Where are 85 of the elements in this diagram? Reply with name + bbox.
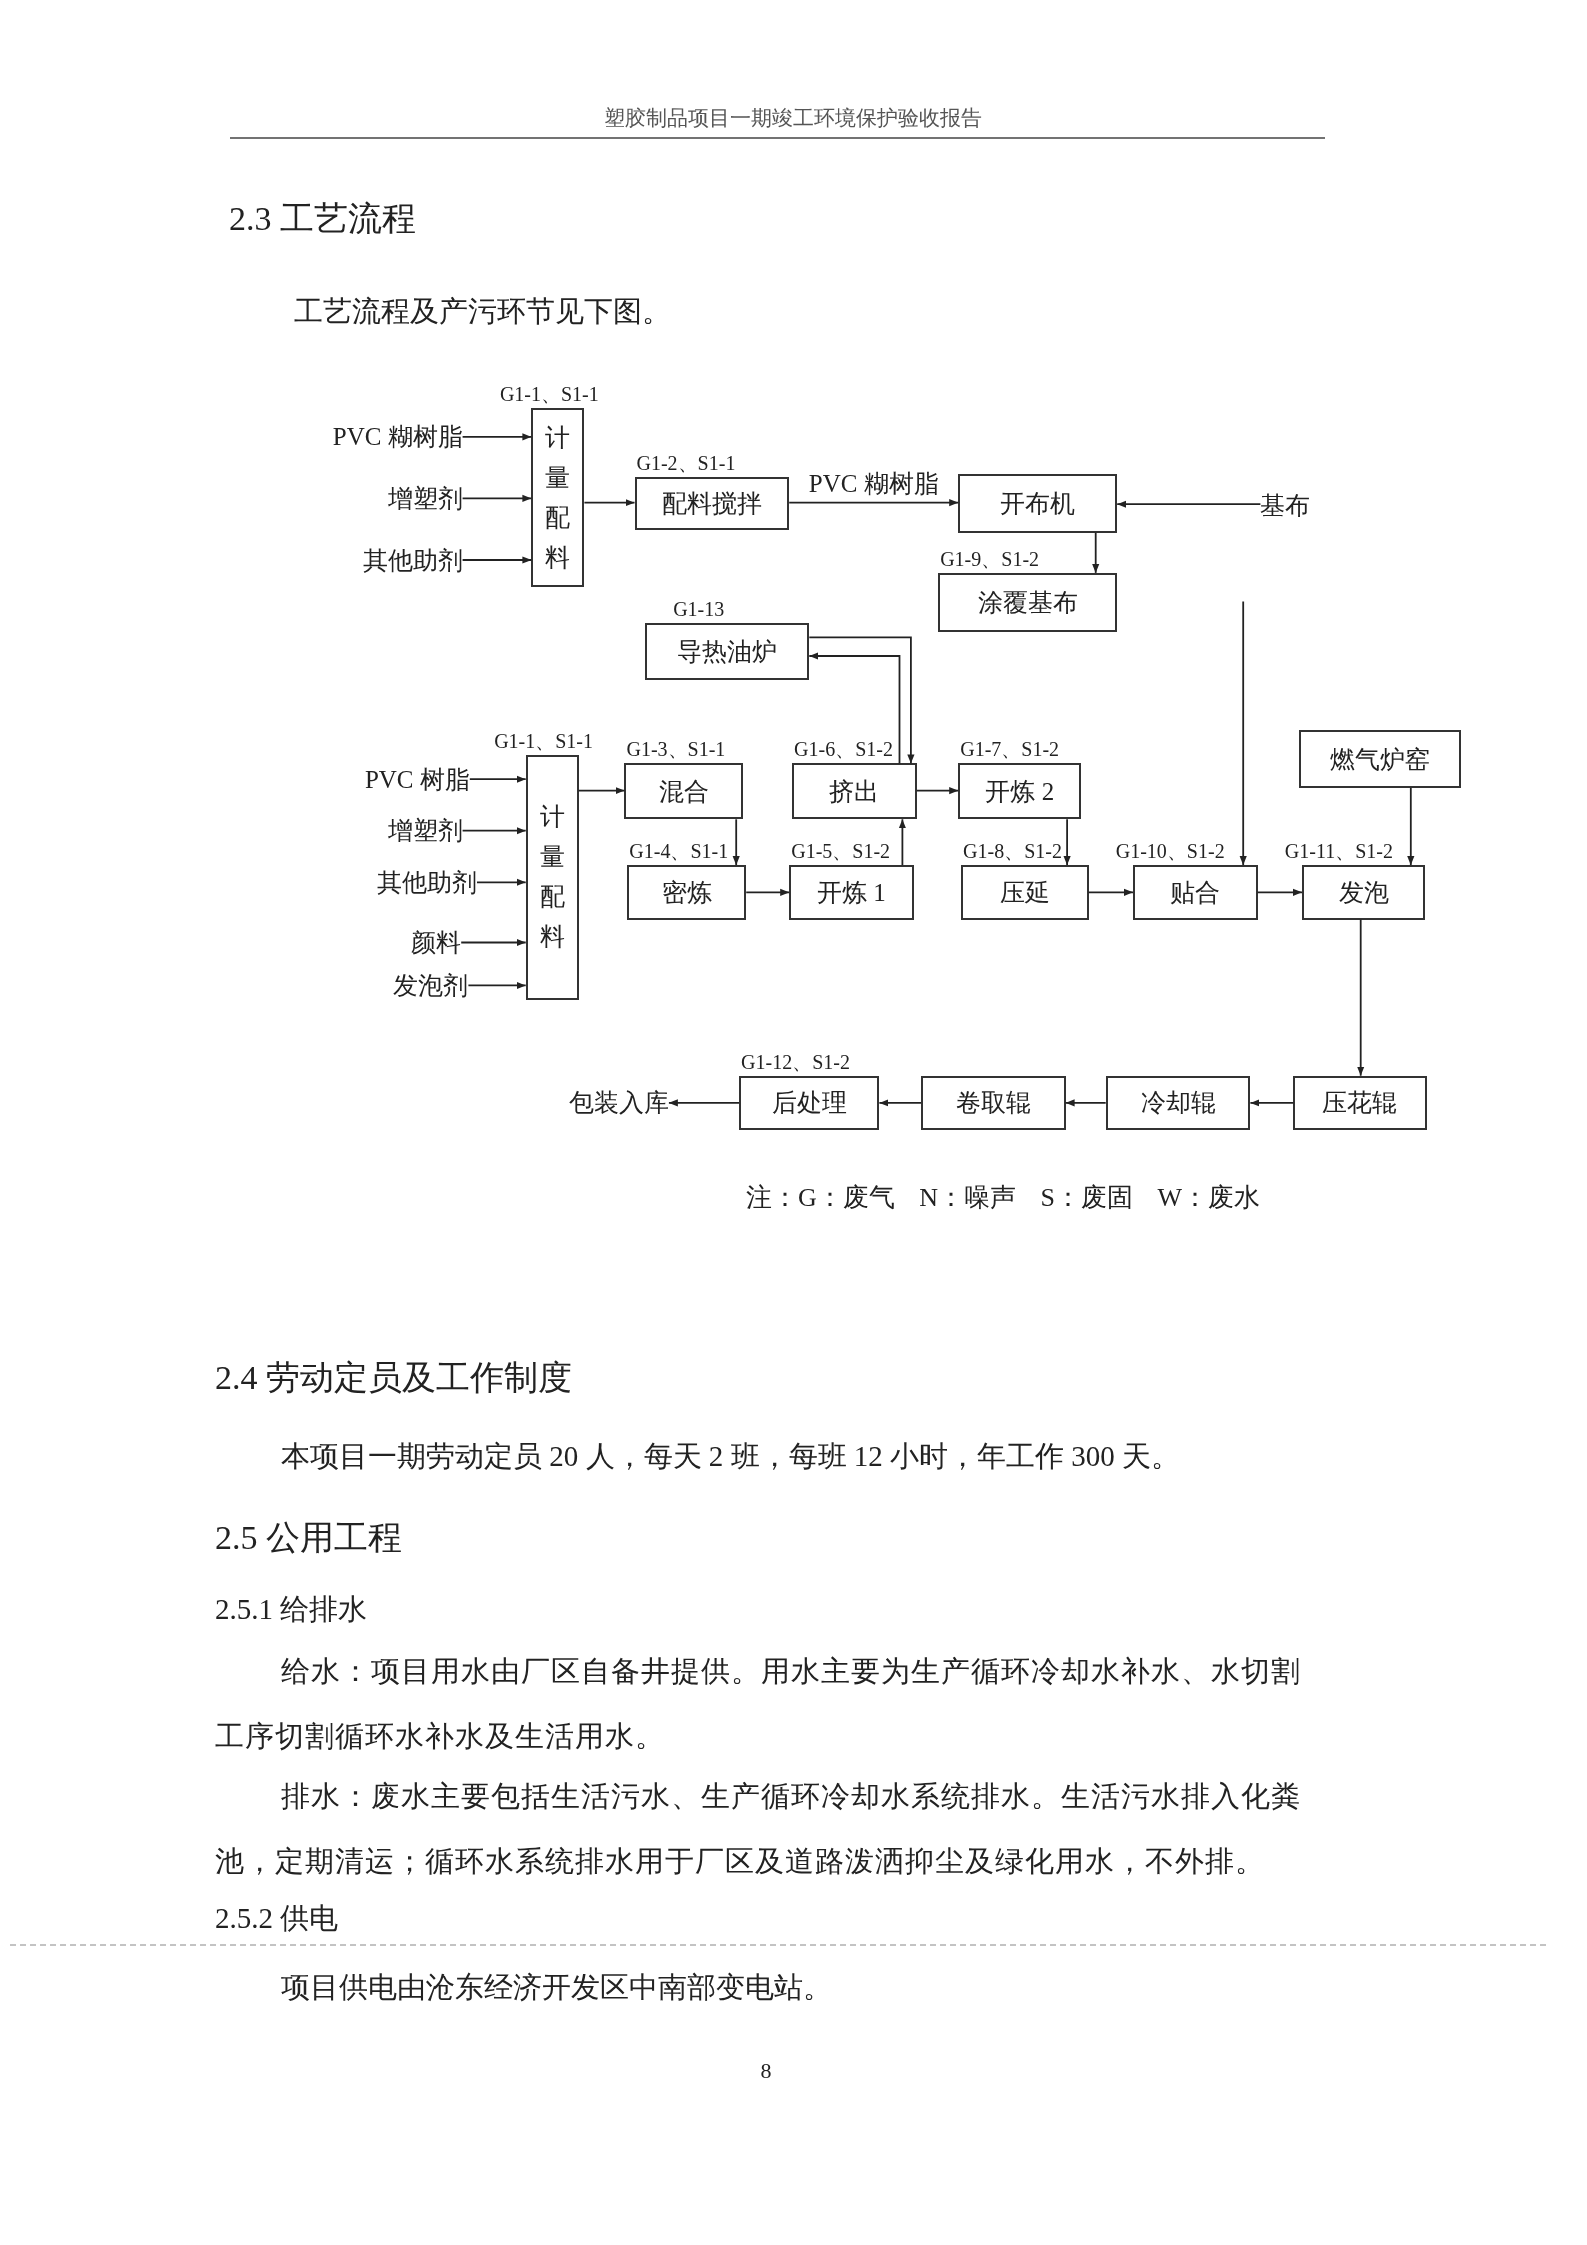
arrow [461, 556, 533, 564]
emission-code: G1-12、S1-2 [741, 1049, 850, 1074]
emission-code: G1-9、S1-2 [940, 546, 1040, 571]
arrow [808, 652, 901, 765]
arrow [788, 499, 960, 507]
subsection-heading: 2.5.2 供电 [215, 1901, 339, 1937]
page-number: 8 [760, 2056, 772, 2085]
material-label: PVC 糊树脂 [331, 422, 463, 453]
body-text: 项目供电由沧东经济开发区中南部变电站。 [281, 1970, 832, 2006]
material-label: 增塑剂 [386, 483, 463, 514]
body-text: 本项目一期劳动定员 20 人，每天 2 班，每班 12 小时，年工作 300 天。 [281, 1439, 1180, 1475]
emission-code: G1-13 [673, 597, 725, 622]
process-box: 混合 [624, 763, 744, 820]
arrow [1092, 531, 1100, 574]
paragraph: 排水：废水主要包括生活污水、生产循环冷却水系统排水。生活污水排入化粪池，定期清运；循环水系统排水用于厂区及道路泼洒抑尘及绿化用水，不外排。 [215, 1779, 1302, 1879]
body-text: 工艺流程及产污环节见下图。 [294, 294, 671, 330]
process-box: 贴合 [1132, 865, 1258, 920]
process-box: 涂覆基布 [938, 572, 1118, 632]
process-box: 计量配料 [525, 754, 579, 1000]
arrow [745, 888, 791, 896]
material-label: 包装入库 [567, 1088, 669, 1119]
material-label: 其他助剂 [361, 545, 463, 576]
material-label: 基布 [1260, 491, 1312, 522]
arrow [468, 775, 527, 783]
arrow [476, 878, 527, 886]
emission-code: G1-4、S1-1 [629, 839, 729, 864]
arrow [915, 787, 960, 795]
process-box: 后处理 [739, 1075, 880, 1131]
emission-code: G1-6、S1-2 [794, 737, 893, 762]
arrow [467, 981, 527, 989]
material-label: PVC 树脂 [363, 764, 470, 795]
arrow [577, 787, 626, 795]
process-box: 燃气炉窑 [1299, 730, 1461, 788]
material-label: 发泡剂 [392, 970, 469, 1001]
arrow [461, 494, 533, 502]
process-box: 密炼 [627, 865, 747, 920]
material-label: 颜料 [410, 927, 462, 958]
paragraph: 给水：项目用水由厂区自备井提供。用水主要为生产循环冷却水补水、水切割工序切割循环水补水及生活用水。 [215, 1654, 1302, 1754]
process-box: 压延 [961, 865, 1089, 920]
emission-code: G1-10、S1-2 [1115, 839, 1225, 864]
arrow [878, 1099, 922, 1107]
emission-code: G1-7、S1-2 [960, 737, 1060, 762]
arrow [461, 827, 527, 835]
page-header: 塑胶制品项目一期竣工环境保护验收报告 [604, 105, 982, 133]
section-heading: 2.3 工艺流程 [229, 198, 416, 239]
process-box: 开炼 1 [789, 865, 914, 920]
arrow [1087, 888, 1134, 896]
process-box: 开炼 2 [958, 763, 1082, 820]
process-box: 开布机 [958, 474, 1118, 533]
arrow [1116, 500, 1262, 508]
emission-code: G1-3、S1-1 [626, 737, 726, 762]
arrow [583, 499, 636, 507]
section-heading: 2.4 劳动定员及工作制度 [215, 1357, 572, 1398]
process-box: 配料搅拌 [634, 476, 790, 530]
process-box: 导热油炉 [644, 623, 810, 681]
arrow [1357, 918, 1365, 1077]
emission-code: G1-1、S1-1 [494, 728, 594, 753]
emission-code: G1-1、S1-1 [499, 382, 599, 407]
arrow [1249, 1099, 1295, 1107]
arrow [1239, 600, 1247, 866]
process-box: 冷却辊 [1105, 1075, 1251, 1131]
process-box: 卷取辊 [920, 1075, 1066, 1131]
arrow [460, 938, 527, 947]
material-label: 其他助剂 [375, 867, 477, 898]
arrow [668, 1099, 740, 1107]
arrow [1064, 1099, 1107, 1107]
section-heading: 2.5 公用工程 [215, 1517, 402, 1558]
emission-code: G1-8、S1-2 [963, 839, 1062, 864]
note-text: 注：G：废气 N：噪声 S：废固 W：废水 [746, 1182, 1261, 1215]
material-label: 增塑剂 [386, 816, 463, 847]
emission-code: G1-5、S1-2 [791, 839, 891, 864]
arrow [732, 818, 740, 866]
emission-code: G1-11、S1-2 [1284, 839, 1393, 864]
subsection-heading: 2.5.1 给排水 [215, 1592, 368, 1628]
arrow [1256, 888, 1303, 896]
process-box: 压花辊 [1293, 1075, 1427, 1131]
arrow [1063, 818, 1071, 866]
emission-code: G1-2、S1-1 [636, 450, 736, 475]
arrow [1407, 786, 1415, 866]
process-box: 挤出 [792, 763, 917, 820]
arrow [808, 636, 915, 765]
process-box: 发泡 [1301, 865, 1426, 920]
process-box: 计量配料 [531, 408, 585, 588]
arrow [898, 818, 906, 866]
arrow [461, 433, 533, 441]
